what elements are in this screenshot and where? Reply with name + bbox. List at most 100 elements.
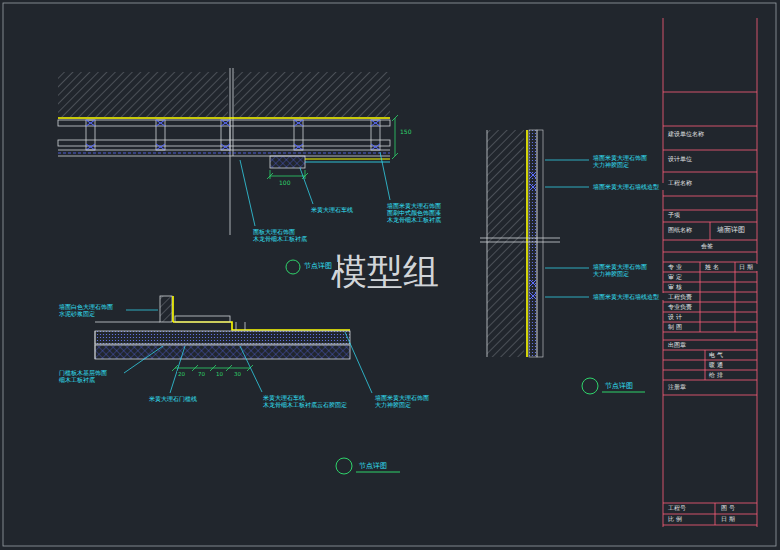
title-cell: 姓 名	[704, 264, 727, 271]
cad-line	[480, 242, 560, 243]
dimension: 20	[177, 371, 194, 378]
cad-line	[270, 156, 305, 168]
cad-line	[221, 120, 230, 150]
callout: 米黄大理石车线	[310, 206, 359, 213]
cad-line	[58, 156, 390, 157]
cad-line	[270, 176, 305, 177]
callout: 墙面米黄大理石墙线造型	[592, 293, 665, 300]
cad-line	[545, 268, 589, 269]
cad-line	[233, 68, 234, 156]
title-cell: 工程负责	[667, 294, 695, 301]
cad-line	[230, 68, 231, 235]
cad-line	[663, 18, 664, 527]
cad-line	[86, 120, 380, 150]
threshold-detail	[95, 296, 400, 474]
callout: 墙面米黄大理石饰面 大力神胶固定	[592, 154, 653, 168]
cad-line	[58, 120, 390, 126]
cad-line	[160, 296, 172, 322]
cad-line	[545, 160, 589, 297]
title-block	[663, 18, 757, 527]
title-cell: 子项	[667, 212, 684, 219]
cad-line	[392, 115, 398, 159]
sheet-border	[3, 3, 776, 546]
callout: 门槛板木基层饰面 细木工板衬底	[58, 369, 113, 383]
title-cell: 日 期	[738, 264, 761, 271]
cad-line	[156, 120, 165, 150]
title-cell: 专 业	[667, 264, 690, 271]
cad-line	[234, 72, 390, 117]
cad-line	[305, 162, 390, 163]
cad-line	[305, 159, 390, 160]
cad-line	[286, 260, 300, 274]
cad-line	[487, 130, 524, 357]
title-cell: 日 期	[720, 516, 743, 523]
dimension: 150	[399, 128, 423, 135]
dimension: 10	[215, 371, 232, 378]
cad-line	[236, 322, 245, 330]
cad-line	[86, 120, 380, 150]
title-cell: 审 核	[667, 284, 690, 291]
cad-line	[545, 160, 589, 161]
cad-line	[530, 172, 536, 299]
cad-line	[380, 152, 390, 200]
cad-line	[602, 392, 645, 393]
callout: 米黄大理石门槛线	[148, 395, 203, 402]
cad-line	[58, 72, 228, 117]
cad-line	[126, 310, 158, 311]
callout: 墙面米黄大理石饰面 大力神胶固定	[592, 263, 653, 277]
cad-line	[58, 153, 390, 154]
cad-line	[95, 345, 350, 359]
callout: 米黄大理石车线 木龙骨细木工板衬底云石胶固定	[262, 394, 354, 408]
detail-title: 节点详图	[358, 462, 393, 470]
cad-line	[175, 316, 230, 322]
callout: 墙面白色大理石饰面 水泥砂浆固定	[58, 303, 119, 317]
cad-line	[95, 322, 160, 359]
title-cell: 审 定	[667, 274, 690, 281]
cad-line	[124, 346, 163, 373]
cad-line	[267, 170, 308, 179]
cad-line	[173, 322, 350, 330]
cad-line	[86, 120, 95, 150]
wall-detail	[480, 130, 645, 394]
cad-line	[156, 120, 165, 150]
cad-line	[336, 458, 352, 474]
title-cell: 出图章	[667, 342, 690, 349]
watermark: 模型组	[330, 250, 483, 293]
dimension: 100	[278, 179, 302, 186]
cad-line	[530, 172, 536, 190]
cad-line	[526, 130, 528, 357]
cad-line	[294, 120, 303, 150]
cad-line	[480, 238, 560, 239]
callout: 墙面米黄大理石饰面 面刷中式颜色饰面漆 木龙骨细木工板衬底	[386, 202, 447, 224]
cad-line	[530, 280, 536, 299]
title-cell: 专业负责	[667, 304, 695, 311]
cad-line	[58, 140, 390, 146]
cad-line	[537, 130, 543, 357]
cad-line	[545, 297, 589, 298]
cad-line	[487, 130, 488, 357]
cad-line	[371, 120, 380, 150]
cad-line	[240, 346, 262, 392]
cad-line	[545, 187, 589, 188]
cad-line	[345, 332, 372, 393]
drawing-name: 墙面详图	[716, 226, 751, 234]
ceiling-detail	[58, 68, 398, 274]
title-cell: 设计单位	[667, 156, 695, 163]
title-cell: 设 计	[667, 314, 690, 321]
cad-line	[663, 92, 757, 525]
detail-title: 节点详图	[604, 382, 639, 390]
title-cell: 制 图	[667, 324, 690, 331]
callout: 墙面米黄大理石饰面 大力神胶固定	[374, 394, 435, 408]
callout: 面板大理石饰面 木龙骨细木工板衬底	[252, 228, 307, 242]
title-cell: 会签	[700, 243, 717, 250]
cad-line	[529, 130, 537, 357]
title-cell: 电 气	[708, 352, 731, 359]
title-cell: 图 号	[720, 505, 743, 512]
dimension: 70	[197, 371, 214, 378]
callout: 墙面米黄大理石墙线造型	[592, 183, 665, 190]
cad-line	[95, 331, 350, 344]
cad-line	[170, 346, 185, 393]
cad-line	[172, 296, 174, 322]
title-cell: 比 例	[667, 516, 690, 523]
title-cell: 暖 通	[708, 362, 731, 369]
